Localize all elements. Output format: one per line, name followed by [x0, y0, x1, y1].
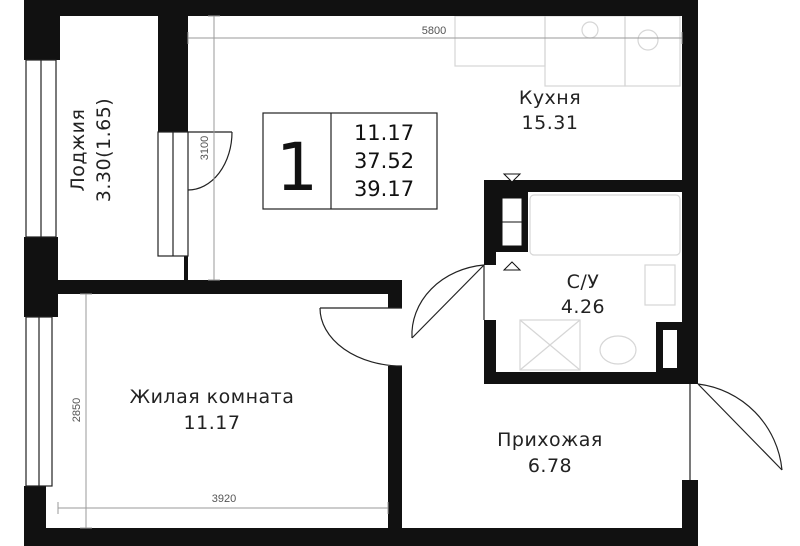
- living-area: 11.17: [354, 121, 414, 145]
- kitchen-area: 15.31: [522, 112, 579, 134]
- dimension-lines: [57, 15, 683, 529]
- hall-area: 6.78: [528, 455, 572, 477]
- hall-label: Прихожая: [497, 429, 603, 451]
- living-room-label: Жилая комната: [130, 386, 295, 408]
- loggia-area: 3.30(1.65): [93, 98, 115, 202]
- windows: [25, 59, 189, 487]
- kitchen-label: Кухня: [519, 87, 581, 109]
- doors: [187, 131, 783, 480]
- dim-living-width: 3920: [212, 493, 236, 505]
- total-area: 37.52: [354, 149, 414, 173]
- dim-top-width: 5800: [422, 25, 446, 37]
- bathroom-area: 4.26: [561, 296, 605, 318]
- loggia-label: Лоджия: [67, 109, 89, 192]
- dim-living-height: 2850: [71, 398, 83, 422]
- walls: [24, 0, 698, 546]
- living-room-area: 11.17: [184, 412, 241, 434]
- bathroom-label: С/У: [567, 271, 600, 293]
- shaft: [663, 330, 677, 368]
- riser: [496, 173, 528, 271]
- total-with-loggia: 39.17: [354, 177, 414, 201]
- dim-kitchen-height: 3100: [199, 136, 211, 160]
- rooms-count: 1: [276, 129, 318, 206]
- apartment-badge: 1 11.17 37.52 39.17: [262, 112, 438, 210]
